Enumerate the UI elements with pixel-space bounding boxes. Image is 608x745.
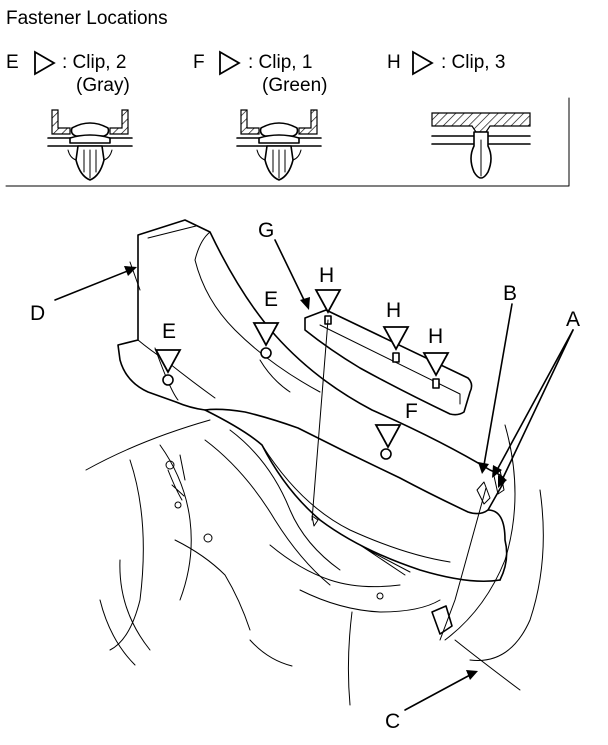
legend-desc-h: : Clip, 3: [441, 52, 505, 73]
clip-type-e-icon: [47, 109, 133, 181]
arrow-triangle-icon: [382, 326, 410, 351]
diagram-title: Fastener Locations: [6, 8, 168, 29]
callout-f: F: [405, 400, 418, 423]
callout-h-mid: H: [386, 299, 401, 322]
legend-letter-f: F: [193, 52, 205, 73]
clip-h-right: [432, 378, 440, 389]
clip-e-mid: [260, 347, 272, 359]
legend-color-e: (Gray): [76, 75, 130, 96]
legend-letter-e: E: [6, 52, 19, 73]
clip-h-mid: [392, 352, 400, 363]
callout-e-left: E: [162, 320, 176, 343]
callout-h-right: H: [428, 325, 443, 348]
callout-g: G: [258, 219, 274, 242]
arrow-triangle-icon: [374, 424, 402, 449]
arrow-triangle-icon: [252, 322, 280, 347]
legend-color-f: (Green): [262, 75, 327, 96]
clip-e-left: [162, 374, 174, 386]
arrow-triangle-icon: [422, 352, 450, 377]
callout-labels: D E E G H H H F B A C: [30, 219, 580, 733]
legend-letter-h: H: [387, 52, 401, 73]
trim-panel: [117, 219, 508, 582]
callout-b: B: [503, 282, 517, 305]
fastener-markers: [154, 289, 450, 460]
legend-item-e: E : Clip, 2 (Gray): [6, 50, 130, 96]
callout-d: D: [30, 302, 45, 325]
leader-lines: [54, 239, 574, 711]
clip-type-f-icon: [236, 109, 322, 181]
arrow-triangle-icon: [314, 289, 342, 314]
callout-c: C: [385, 710, 400, 733]
legend-item-f: F : Clip, 1 (Green): [193, 50, 327, 96]
legend-desc-e: : Clip, 2: [62, 52, 126, 73]
arrow-triangle-icon: [412, 50, 434, 76]
callout-a: A: [566, 308, 580, 331]
arrow-triangle-icon: [219, 50, 241, 76]
callout-h-left: H: [319, 264, 334, 287]
arrow-triangle-icon: [34, 50, 56, 76]
callout-e-mid: E: [264, 288, 278, 311]
legend-item-h: H : Clip, 3: [387, 50, 505, 76]
legend-desc-f: : Clip, 1: [248, 52, 312, 73]
clip-f: [380, 448, 392, 460]
legend-frame: [5, 97, 570, 187]
body-structure: [85, 419, 544, 706]
arrow-triangle-icon: [154, 349, 182, 374]
clip-type-h-icon: [431, 112, 531, 179]
